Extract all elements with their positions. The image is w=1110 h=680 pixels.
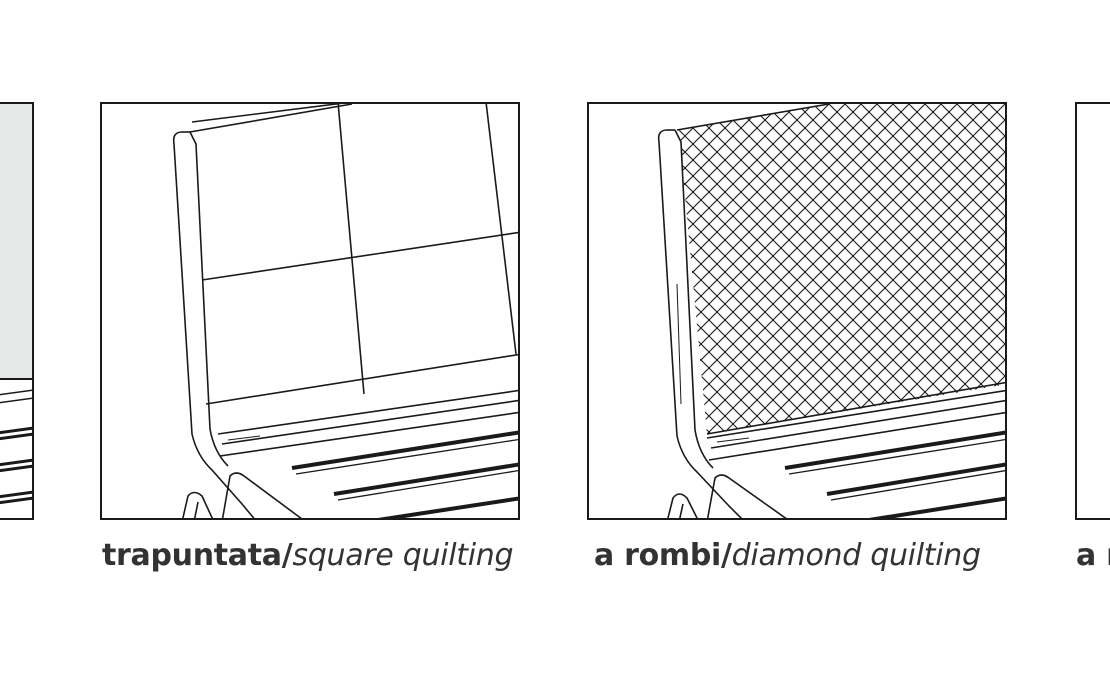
diamond-quilting-chair-drawing <box>657 104 1005 518</box>
caption-right-partial: a r <box>1076 536 1110 576</box>
caption-diamond-english: diamond quilting <box>731 538 981 573</box>
caption-square-english: square quilting <box>292 538 514 573</box>
caption-square-italian: trapuntata/ <box>102 538 293 573</box>
diamond-quilting-panel <box>587 102 1007 520</box>
caption-diamond-italian: a rombi/ <box>594 538 732 573</box>
partial-chair-panel-left <box>0 102 34 520</box>
partial-chair-drawing-left <box>0 104 32 505</box>
caption-right-italian: a r <box>1076 538 1110 573</box>
square-quilting-chair-drawing <box>172 104 518 518</box>
caption-diamond-quilting: a rombi/diamond quilting <box>594 536 981 576</box>
square-quilting-panel <box>100 102 520 520</box>
caption-square-quilting: trapuntata/square quilting <box>102 536 513 576</box>
partial-chair-panel-right <box>1075 102 1110 520</box>
